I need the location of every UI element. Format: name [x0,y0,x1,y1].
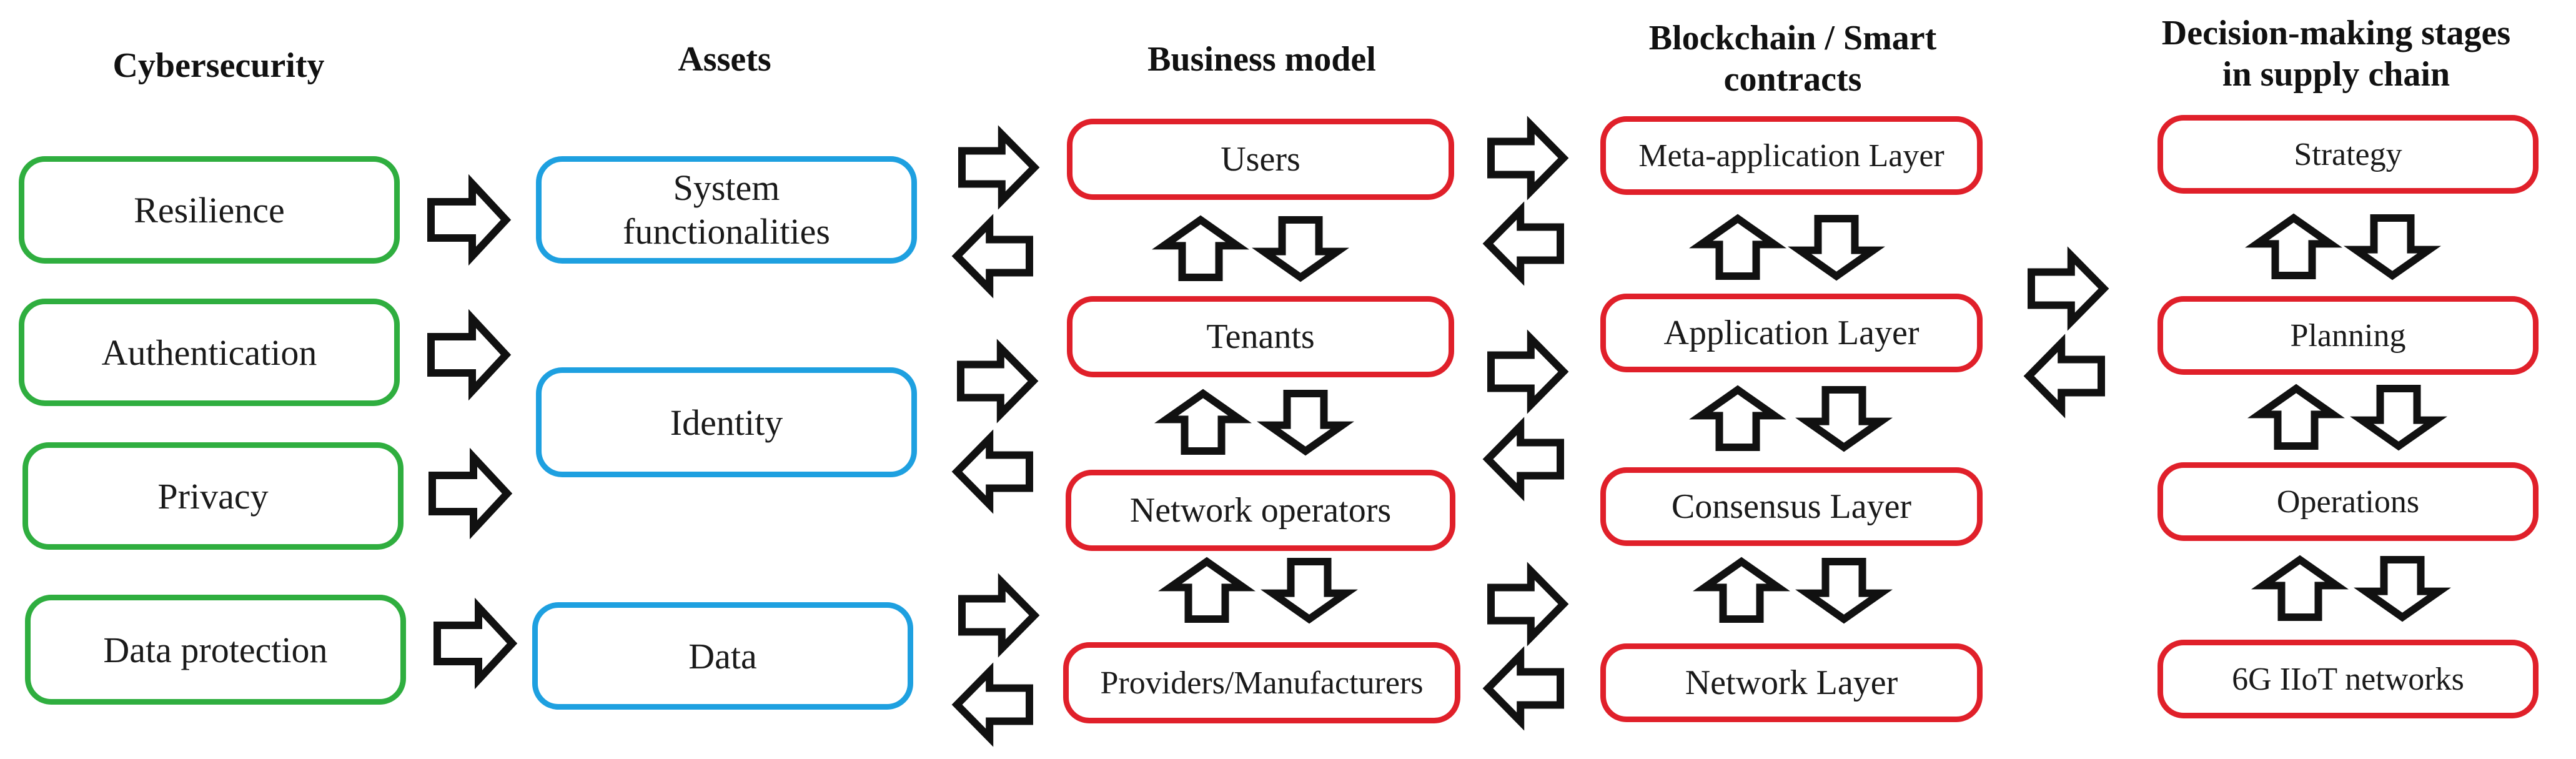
cybersecurity-resilience: Resilience [19,156,400,264]
header-blockchain: Blockchain / Smart contracts [1599,17,1986,100]
block-arrow-right-icon [1487,116,1569,201]
asset-system-functionalities: System functionalities [536,156,917,264]
block-arrow-down-icon [1795,558,1893,624]
block-arrow-down-icon [1252,216,1349,282]
blockchain-network-layer: Network Layer [1600,643,1983,722]
blockchain-application-layer: Application Layer [1600,294,1983,372]
block-arrow-right-icon [1487,329,1569,414]
block-arrow-left-icon [1482,417,1564,502]
block-arrow-up-icon [1689,385,1786,451]
blockchain-consensus-layer: Consensus Layer [1600,467,1983,546]
block-arrow-up-icon [2245,213,2342,279]
block-arrow-left-icon [2023,334,2105,419]
block-arrow-right-icon [958,573,1040,658]
block-arrow-up-icon [2251,555,2349,621]
block-arrow-down-icon [1257,390,1354,456]
block-arrow-left-icon [951,429,1033,514]
block-arrow-right-icon [427,174,512,266]
asset-data: Data [532,602,913,710]
block-arrow-down-icon [2350,385,2447,451]
cybersecurity-authentication: Authentication [19,299,400,406]
header-blockchain-line2: contracts [1723,60,1862,99]
business-tenants: Tenants [1067,296,1454,377]
block-arrow-right-icon [429,447,513,540]
header-business-model: Business model [1147,40,1376,79]
asset-system-line1: System [673,167,780,208]
business-providers-manufacturers: Providers/Manufacturers [1063,642,1460,723]
decision-operations: Operations [2157,462,2539,541]
decision-planning: Planning [2157,296,2539,375]
business-network-operators: Network operators [1066,470,1455,551]
block-arrow-up-icon [1693,557,1790,623]
blockchain-meta-application-layer: Meta-application Layer [1600,116,1983,195]
block-arrow-up-icon [1154,389,1252,455]
business-users: Users [1067,119,1454,200]
header-blockchain-line1: Blockchain / Smart [1648,19,1937,57]
block-arrow-right-icon [2028,246,2109,331]
block-arrow-left-icon [1482,201,1564,286]
block-arrow-down-icon [1795,386,1893,452]
header-decision-making: Decision-making stages in supply chain [2111,12,2561,95]
block-arrow-left-icon [1482,646,1564,731]
cybersecurity-data-protection: Data protection [25,595,406,705]
cybersecurity-privacy: Privacy [22,442,404,550]
decision-6g-iiot-networks: 6G IIoT networks [2157,640,2539,718]
block-arrow-right-icon [433,597,518,690]
header-cybersecurity: Cybersecurity [112,46,325,85]
header-decision-line2: in supply chain [2222,55,2450,94]
block-arrow-down-icon [2344,214,2441,280]
block-arrow-right-icon [957,339,1039,424]
block-arrow-right-icon [958,125,1040,210]
asset-system-line2: functionalities [623,211,830,252]
block-arrow-up-icon [2247,384,2345,450]
block-arrow-down-icon [1788,215,1885,281]
block-arrow-up-icon [1158,557,1256,623]
block-arrow-down-icon [2354,556,2451,622]
asset-identity: Identity [536,367,917,477]
decision-strategy: Strategy [2157,115,2539,194]
block-arrow-right-icon [1487,562,1569,647]
block-arrow-right-icon [427,309,512,401]
block-arrow-down-icon [1261,558,1358,624]
block-arrow-up-icon [1152,215,1249,281]
block-arrow-up-icon [1689,214,1786,280]
header-assets: Assets [678,40,771,79]
block-arrow-left-icon [951,214,1033,299]
header-decision-line1: Decision-making stages [2161,14,2511,52]
block-arrow-left-icon [951,662,1033,747]
